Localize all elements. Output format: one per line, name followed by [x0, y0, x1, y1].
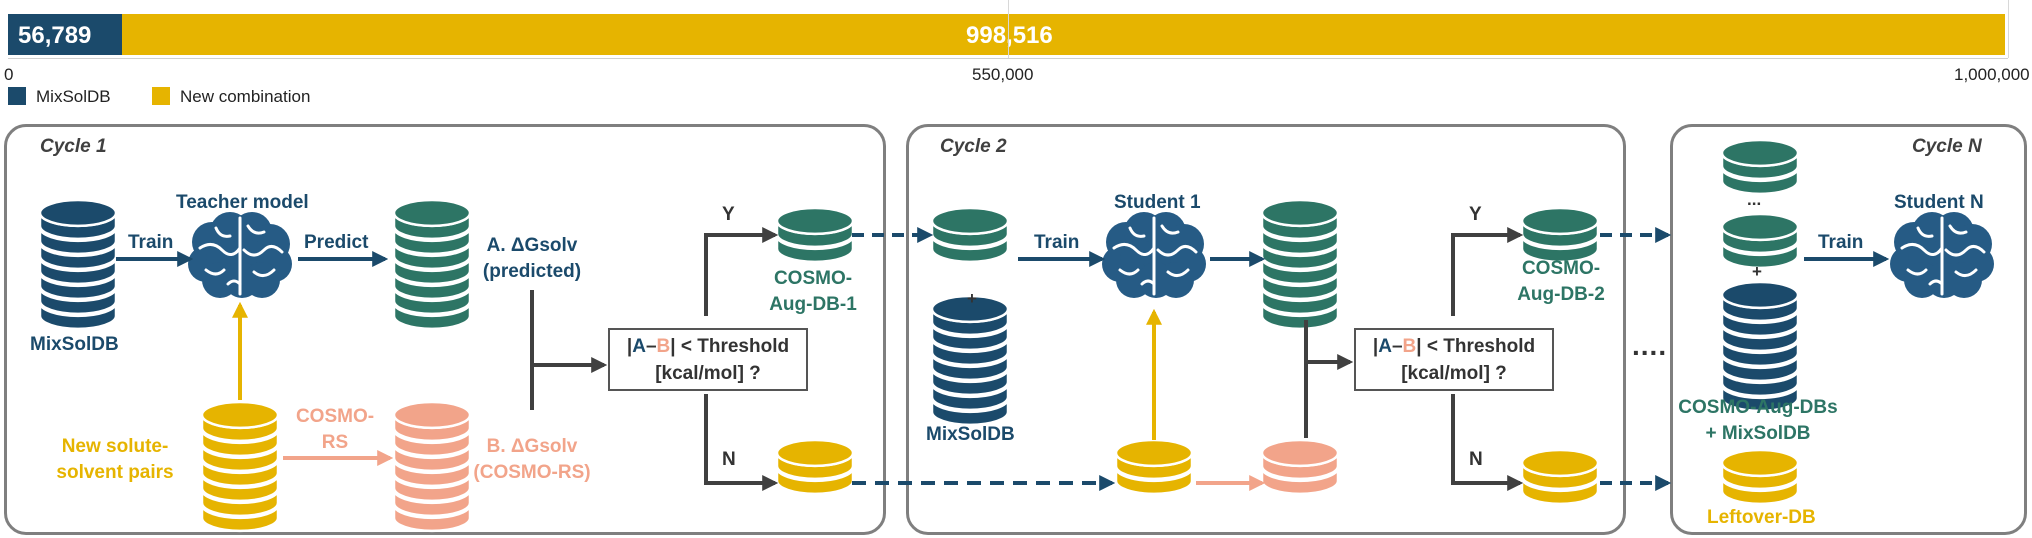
train-label-n: Train — [1818, 232, 1864, 253]
legend-label-new: New combination — [180, 87, 311, 106]
legend-label-mixsoldb: MixSolDB — [36, 87, 111, 106]
cosmo-aug-db-1-line2: Aug-DB-1 — [769, 294, 857, 315]
leftover-db-label: Leftover-DB — [1707, 507, 1816, 528]
teacher-model-label: Teacher model — [176, 192, 309, 213]
plus-label-n: + — [1752, 262, 1762, 281]
cosmo-aug-db-1-label: COSMO- Aug-DB-1 — [748, 266, 878, 318]
db-aug-1 — [775, 206, 855, 264]
connector-a-b-1 — [530, 290, 608, 410]
yes-label-1: Y — [722, 204, 735, 225]
tick-mark-mid — [1008, 0, 1009, 58]
new-pairs-line1: New solute- — [61, 436, 169, 457]
b-dgsolv-line1: B. ΔGsolv — [486, 436, 578, 457]
panel-cycle-n — [1670, 124, 2027, 535]
mixsoldb-label-2: MixSolDB — [926, 424, 1015, 445]
threshold-2-line1: |A–B| < Threshold — [1372, 336, 1536, 357]
cycle-2-title: Cycle 2 — [940, 136, 1007, 157]
yes-label-2: Y — [1469, 204, 1482, 225]
db-cosmo-rs-1 — [392, 400, 472, 533]
b-dgsolv-cosmo: B. ΔGsolv (COSMO-RS) — [464, 434, 600, 486]
brain-icon-student-1 — [1102, 212, 1206, 298]
connector-a-b-2 — [1304, 320, 1354, 438]
tick-550000: 550,000 — [972, 65, 1034, 84]
db-mixsoldb-2 — [930, 294, 1010, 427]
brain-icon-teacher — [188, 212, 292, 298]
cycle-ellipsis: .... — [1632, 330, 1668, 361]
db-mixsoldb-1 — [38, 198, 118, 331]
threshold-box-2: |A–B| < Threshold [kcal/mol] ? — [1354, 328, 1554, 391]
bar-mixsoldb-label: 56,789 — [18, 22, 92, 49]
student-n-label: Student N — [1894, 192, 1984, 213]
bar-new-label: 998,516 — [966, 22, 1053, 49]
mixsoldb-label-1: MixSolDB — [30, 334, 119, 355]
bar-new-combination — [122, 14, 2005, 55]
no-label-1: N — [722, 449, 736, 470]
cosmo-aug-db-2-line1: COSMO- — [1521, 258, 1601, 279]
cosmo-aug-dbs-line2: + MixSolDB — [1705, 423, 1811, 444]
cosmo-aug-db-1-line1: COSMO- — [773, 268, 853, 289]
threshold-1-line1: |A–B| < Threshold — [626, 336, 790, 357]
threshold-box-1: |A–B| < Threshold [kcal/mol] ? — [608, 328, 808, 391]
bar-axis — [8, 58, 2008, 59]
a-dgsolv-predicted: A. ΔGsolv (predicted) — [470, 233, 594, 285]
plus-label-2: + — [967, 289, 977, 308]
a-dgsolv-line1: A. ΔGsolv — [486, 235, 578, 256]
no-label-2: N — [1469, 449, 1483, 470]
threshold-2-line2: [kcal/mol] ? — [1401, 363, 1507, 384]
db-leftover-1 — [775, 438, 855, 496]
cosmo-aug-db-2-line2: Aug-DB-2 — [1517, 284, 1605, 305]
brain-icon-student-n — [1890, 212, 1994, 298]
ellipsis-dbs: ... — [1747, 190, 1762, 209]
new-pairs-label: New solute- solvent pairs — [40, 434, 190, 486]
panel-cycle-1 — [4, 124, 886, 535]
db-leftover-2 — [1520, 448, 1600, 506]
branch-y-n-1 — [704, 227, 779, 491]
db-predicted-2 — [1260, 198, 1340, 331]
legend-swatch-mixsoldb — [8, 87, 26, 105]
new-pairs-line2: solvent pairs — [56, 462, 174, 483]
db-cosmo-rs-2 — [1260, 438, 1340, 496]
bar-mixsoldb — [8, 14, 122, 55]
cosmo-rs-line2: RS — [321, 432, 349, 453]
cosmo-aug-dbs-line1: COSMO-Aug-DBs — [1678, 397, 1838, 418]
b-dgsolv-line2: (COSMO-RS) — [473, 462, 591, 483]
student-1-label: Student 1 — [1114, 192, 1201, 213]
tick-1000000: 1,000,000 — [1954, 65, 2030, 84]
db-leftover-1-in-cycle-2 — [1114, 438, 1194, 496]
db-predicted-1 — [392, 198, 472, 331]
train-label-1: Train — [128, 232, 174, 253]
predict-label-1: Predict — [304, 232, 369, 253]
panel-cycle-2 — [906, 124, 1626, 535]
db-aug-1-in-cycle-2 — [930, 206, 1010, 264]
cosmo-aug-dbs-label: COSMO-Aug-DBs + MixSolDB — [1676, 395, 1840, 447]
threshold-1-line2: [kcal/mol] ? — [655, 363, 761, 384]
tick-0: 0 — [4, 65, 14, 84]
tick-mark-max — [2008, 0, 2009, 58]
db-new-pairs-1 — [200, 400, 280, 533]
db-mixsoldb-n — [1720, 280, 1800, 413]
db-aug-stack-top — [1720, 138, 1800, 196]
cosmo-rs-line1: COSMO- — [295, 406, 375, 427]
db-aug-stack-bottom — [1720, 212, 1800, 270]
db-leftover-n — [1720, 448, 1800, 506]
legend-swatch-new — [152, 87, 170, 105]
cosmo-rs-label: COSMO- RS — [290, 404, 380, 456]
cycle-1-title: Cycle 1 — [40, 136, 107, 157]
cosmo-aug-db-2-label: COSMO- Aug-DB-2 — [1496, 256, 1626, 308]
a-dgsolv-line2: (predicted) — [482, 261, 582, 282]
cycle-n-title: Cycle N — [1912, 136, 1982, 157]
train-label-2: Train — [1034, 232, 1080, 253]
db-aug-2 — [1520, 206, 1600, 264]
branch-y-n-2 — [1451, 227, 1524, 491]
